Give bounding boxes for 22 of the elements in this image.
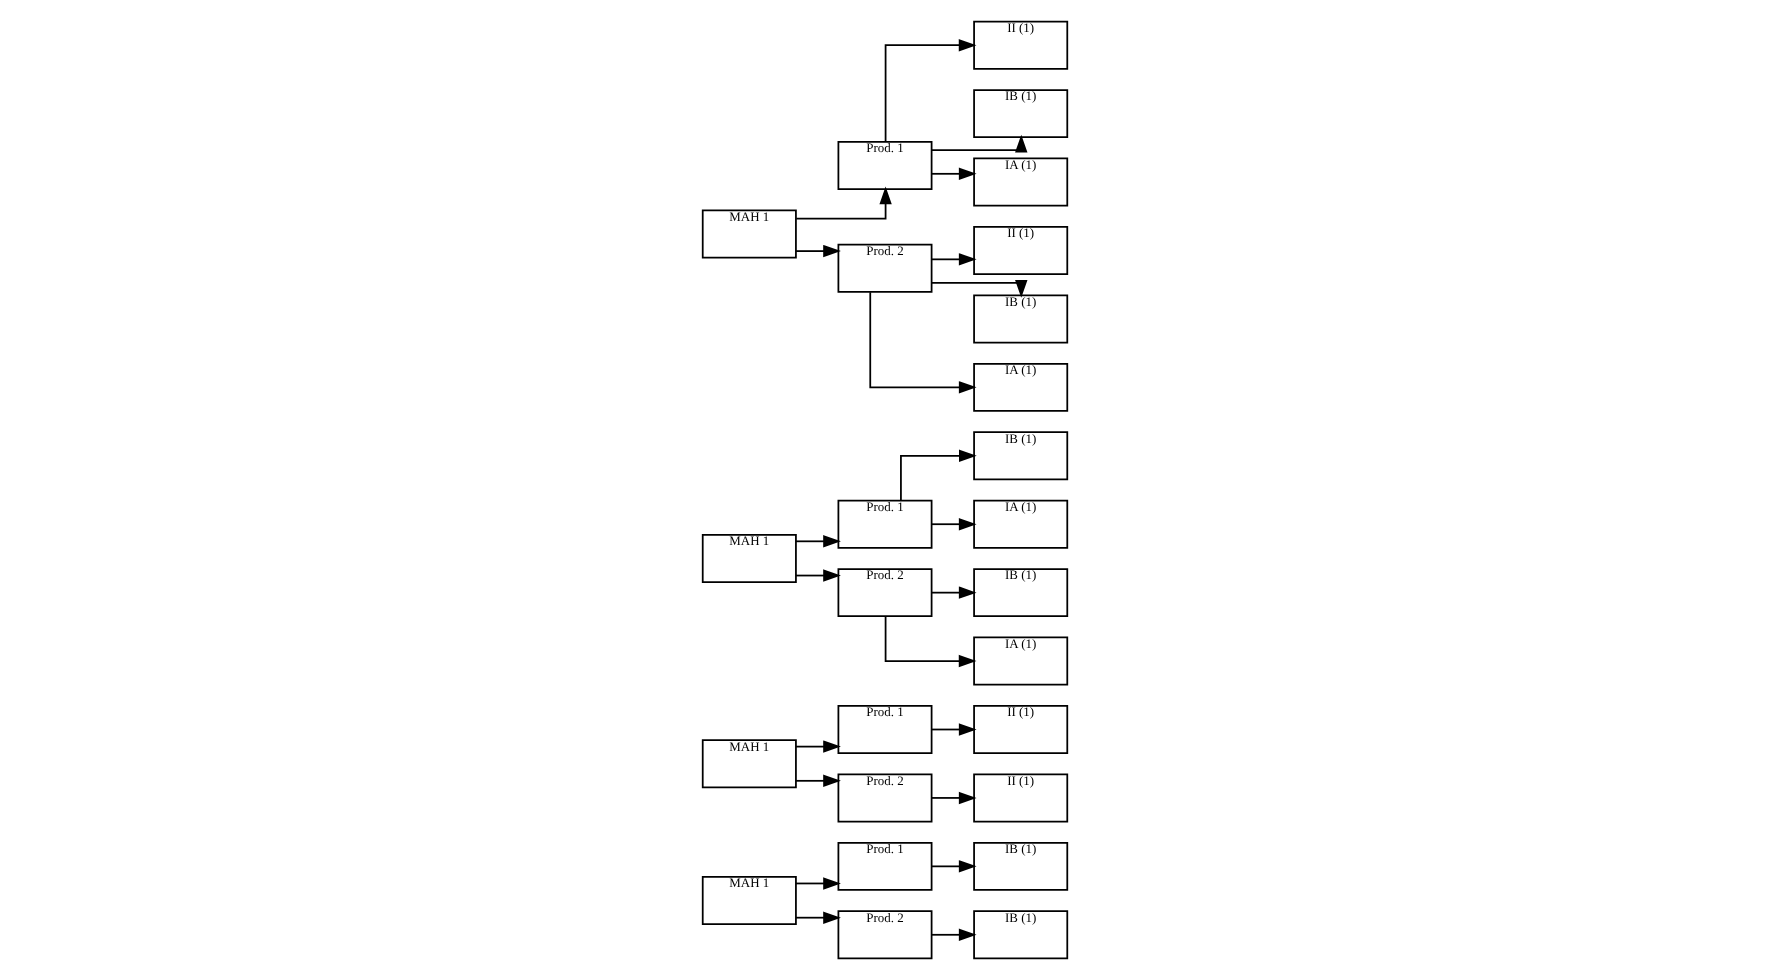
arrow [931,280,1028,298]
arrow [930,167,977,180]
arrow [930,928,977,941]
arrow [900,449,977,502]
arrow [930,791,977,805]
arrow [931,134,1028,153]
arrow [884,615,977,668]
arrow [930,723,977,736]
arrow [930,253,977,266]
arrow [795,740,841,753]
arrow [795,911,841,924]
arrow [795,774,841,788]
arrow [795,535,841,548]
arrow [884,39,977,143]
arrow [795,569,841,582]
arrow [795,186,892,220]
arrow [869,291,977,394]
arrow [930,586,977,599]
arrow [795,877,841,890]
arrow [930,860,977,873]
arrow [930,518,977,531]
arrow [795,244,841,258]
